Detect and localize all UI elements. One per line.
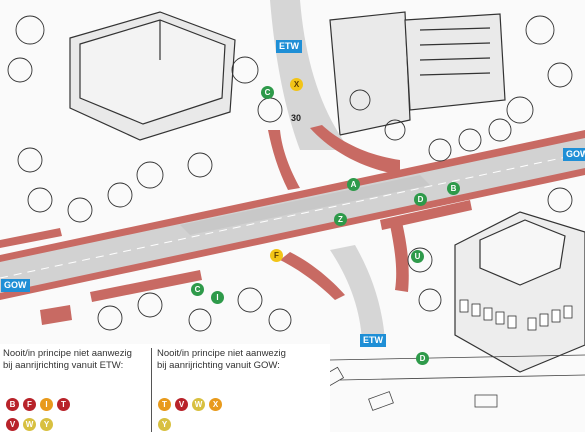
legend-right-title: Nooit/in principe niet aanwezig bij aanr…	[157, 348, 286, 372]
marker-a: A	[347, 178, 360, 191]
speed-limit-label: 30	[291, 113, 302, 123]
marker-u: U	[411, 250, 424, 263]
legend-marker-w-gow: W	[192, 398, 205, 411]
gow-label-right: GOW	[563, 148, 585, 161]
legend-marker-t: T	[57, 398, 70, 411]
legend-divider	[151, 348, 152, 432]
legend-marker-y: Y	[40, 418, 53, 431]
legend-left-title-line2: bij aanrijrichting vanuit ETW:	[3, 360, 124, 371]
etw-label-bottom: ETW	[360, 334, 386, 347]
marker-c-left: C	[191, 283, 204, 296]
marker-i: I	[211, 291, 224, 304]
legend-right-title-line1: Nooit/in principe niet aanwezig	[157, 348, 286, 359]
legend-left-title-line1: Nooit/in principe niet aanwezig	[3, 348, 132, 359]
marker-f: F	[270, 249, 283, 262]
marker-b: B	[447, 182, 460, 195]
legend-marker-i: I	[40, 398, 53, 411]
legend-panel: Nooit/in principe niet aanwezig bij aanr…	[0, 344, 330, 432]
legend-left-row2: V W Y	[6, 418, 53, 431]
building-top-middle	[329, 11, 506, 136]
marker-d-bottom: D	[416, 352, 429, 365]
legend-marker-w: W	[23, 418, 36, 431]
etw-label-top: ETW	[276, 40, 302, 53]
trees	[7, 15, 573, 332]
legend-right-title-line2: bij aanrijrichting vanuit GOW:	[157, 360, 280, 371]
legend-left-row1: B F I T	[6, 398, 70, 411]
marker-z: Z	[334, 213, 347, 226]
marker-x: X	[290, 78, 303, 91]
legend-marker-x-gow: X	[209, 398, 222, 411]
cross-road-etw-top	[268, 0, 400, 190]
legend-right-row1: T V W X	[158, 398, 222, 411]
main-road-gow	[0, 130, 585, 300]
legend-left-title: Nooit/in principe niet aanwezig bij aanr…	[3, 348, 132, 372]
legend-marker-y-gow: Y	[158, 418, 171, 431]
gow-label-left: GOW	[1, 279, 30, 292]
marker-d-mid: D	[414, 193, 427, 206]
legend-marker-b: B	[6, 398, 19, 411]
legend-marker-v: V	[6, 418, 19, 431]
legend-right-row2: Y	[158, 418, 171, 431]
legend-marker-t-gow: T	[158, 398, 171, 411]
legend-marker-f: F	[23, 398, 36, 411]
legend-marker-v-gow: V	[175, 398, 188, 411]
building-bottom-right	[454, 211, 585, 373]
building-top-left	[69, 11, 236, 141]
marker-c-top: C	[261, 86, 274, 99]
cross-road-etw-bottom	[280, 222, 409, 340]
